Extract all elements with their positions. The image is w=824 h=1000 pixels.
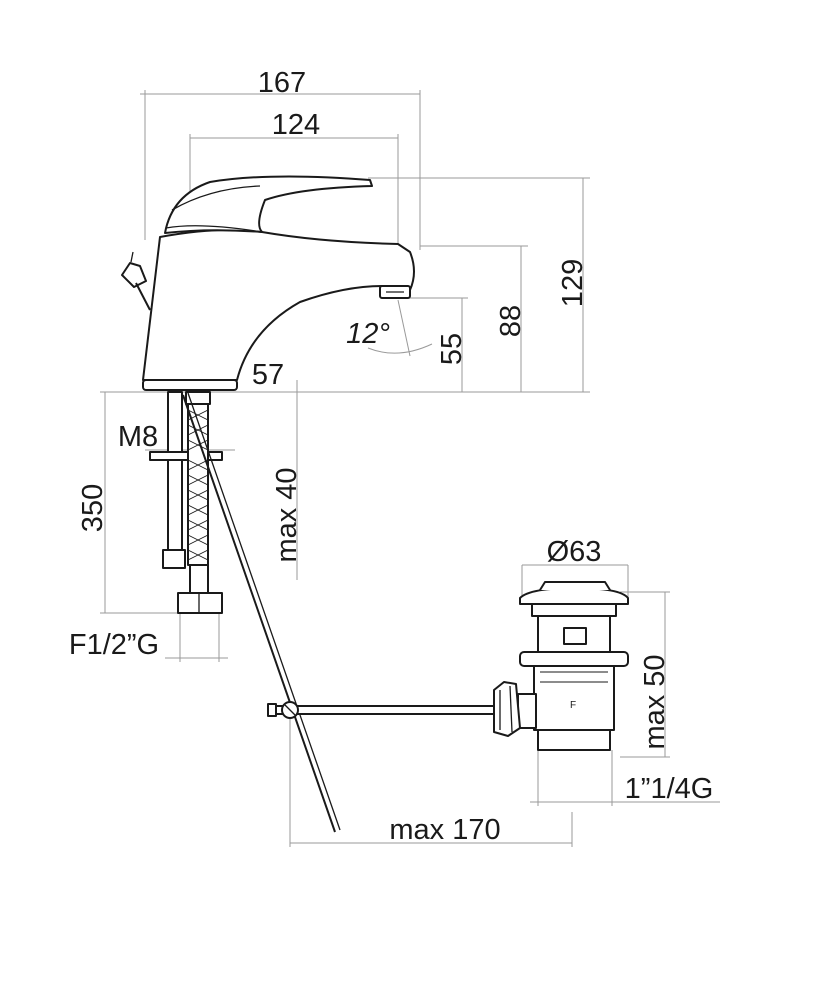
dim-hose-connection: F1/2”G: [69, 629, 159, 661]
dim-waste-thread: 1”1/4G: [625, 773, 714, 805]
dim-waste-diameter: Ø63: [547, 536, 602, 568]
dim-max-waste-depth: max 50: [639, 654, 671, 749]
dim-overall-width: 167: [258, 67, 306, 99]
dim-body-width: 124: [272, 109, 320, 141]
svg-text:F: F: [570, 700, 576, 711]
dim-base-offset: 57: [252, 359, 284, 391]
waste-assembly: F: [267, 581, 629, 751]
dim-spout-height: 88: [495, 305, 527, 337]
dim-hose-length: 350: [77, 484, 109, 532]
dim-total-height: 129: [557, 259, 589, 307]
dimension-lines: [100, 90, 720, 847]
dim-outlet-clearance: 55: [436, 333, 468, 365]
dim-max-rod-length: max 170: [389, 814, 500, 846]
dim-spout-angle: 12°: [346, 318, 390, 350]
dim-thread-rod: M8: [118, 421, 158, 453]
dim-max-deck-thickness: max 40: [271, 467, 303, 562]
supply-hoses: [149, 391, 341, 833]
faucet-body: [121, 175, 415, 391]
